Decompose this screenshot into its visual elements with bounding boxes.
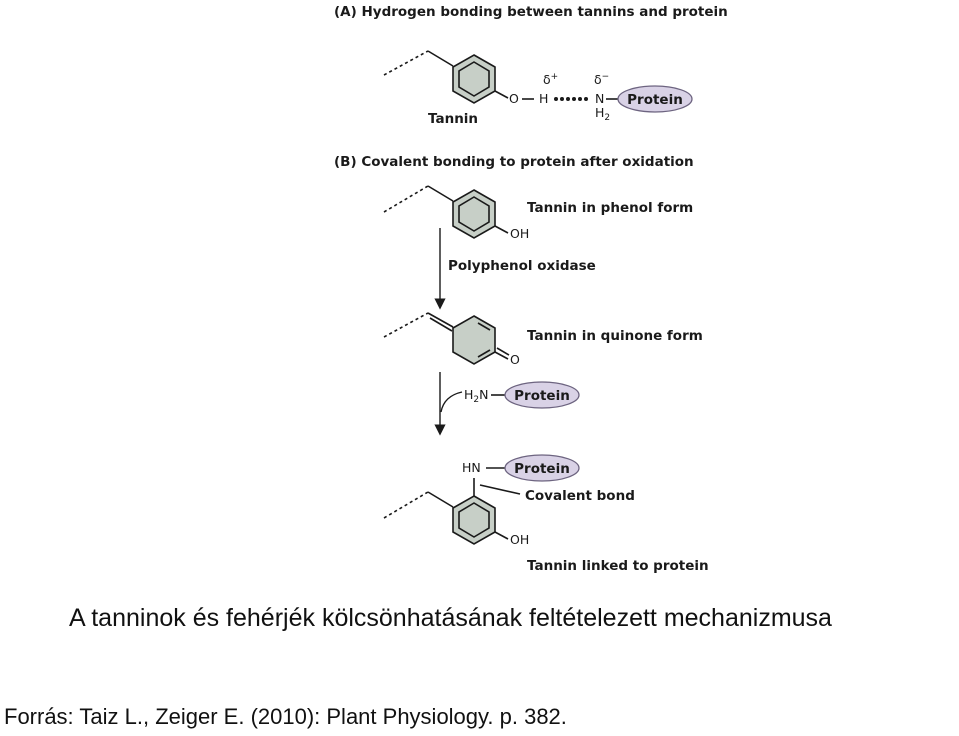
o-bond bbox=[494, 90, 509, 99]
oh-phenol: OH bbox=[510, 226, 529, 241]
atom-o-quinone: O bbox=[510, 352, 520, 367]
tannin-linked-molecule bbox=[383, 478, 509, 545]
atom-n: N bbox=[595, 91, 604, 106]
protein-pill-b2 bbox=[504, 454, 580, 482]
section-b-title: (B) Covalent bonding to protein after ox… bbox=[334, 154, 694, 170]
tannin-protein-diagram: (A) Hydrogen bonding between tannins and… bbox=[334, 4, 728, 574]
tannin-label: Tannin bbox=[428, 111, 478, 127]
figure-caption: A tanninok és fehérjék kölcsönhatásának … bbox=[69, 604, 832, 632]
benzene-ring bbox=[452, 54, 496, 104]
atom-h2: H2 bbox=[595, 105, 610, 123]
atom-h: H bbox=[539, 91, 548, 106]
linked-label: Tannin linked to protein bbox=[527, 558, 709, 574]
protein-label-a: Protein bbox=[627, 92, 683, 108]
tannin-phenol-molecule bbox=[383, 185, 509, 239]
atom-o: O bbox=[509, 91, 519, 106]
phenol-form-label: Tannin in phenol form bbox=[527, 200, 693, 216]
hn-group: HN bbox=[462, 460, 481, 475]
source-citation: Forrás: Taiz L., Zeiger E. (2010): Plant… bbox=[4, 704, 567, 729]
tannin-chain-dash bbox=[383, 50, 429, 76]
h2n-group: H2N bbox=[464, 387, 489, 405]
hydrogen-bond-dots bbox=[554, 97, 588, 101]
benzene-inner-ring bbox=[458, 61, 490, 97]
covalent-bond-label: Covalent bond bbox=[525, 488, 635, 504]
delta-minus: δ− bbox=[594, 72, 609, 87]
tannin-quinone-molecule bbox=[383, 312, 510, 365]
protein-pill-b1 bbox=[504, 381, 580, 409]
delta-plus: δ+ bbox=[543, 72, 558, 87]
reaction-curve bbox=[440, 391, 463, 413]
quinone-form-label: Tannin in quinone form bbox=[527, 328, 703, 344]
protein-label-b1: Protein bbox=[514, 388, 570, 404]
oh-linked: OH bbox=[510, 532, 529, 547]
tannin-chain-bond bbox=[427, 50, 454, 67]
section-a-title: (A) Hydrogen bonding between tannins and… bbox=[334, 4, 728, 20]
tannin-molecule-a bbox=[383, 50, 509, 104]
protein-pill-a bbox=[617, 85, 693, 113]
enzyme-label: Polyphenol oxidase bbox=[448, 258, 596, 274]
protein-label-b2: Protein bbox=[514, 461, 570, 477]
covalent-bond-pointer bbox=[479, 484, 521, 495]
